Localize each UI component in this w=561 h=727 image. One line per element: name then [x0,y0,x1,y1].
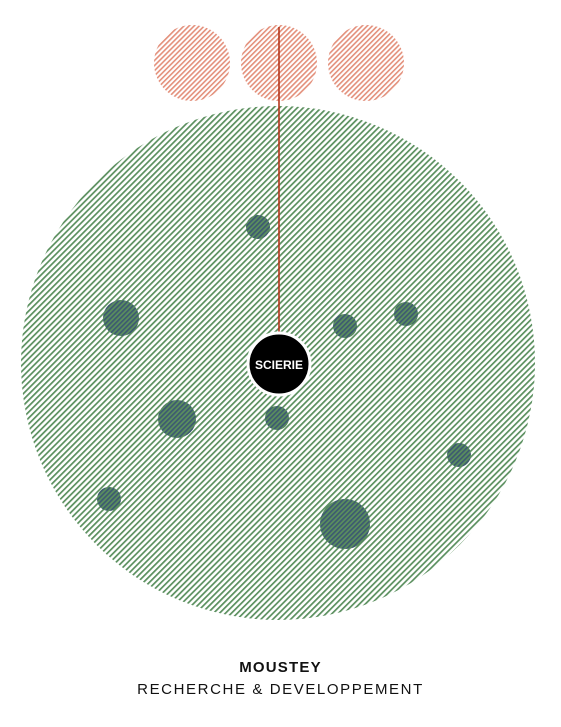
caption-subtitle: RECHERCHE & DEVELOPPEMENT [137,681,424,698]
sawmill-hub [246,331,312,397]
spot [246,215,270,239]
spot [97,487,121,511]
spot [265,406,289,430]
spot [333,314,357,338]
spot [394,302,418,326]
spots-group [97,215,471,549]
spot [103,300,139,336]
sawmill-label: SCIERIE [255,358,303,372]
top-circle-right [328,25,404,101]
spot [447,443,471,467]
top-circle-left [154,25,230,101]
spot [320,499,370,549]
spot [158,400,196,438]
caption-title: MOUSTEY [239,659,322,676]
